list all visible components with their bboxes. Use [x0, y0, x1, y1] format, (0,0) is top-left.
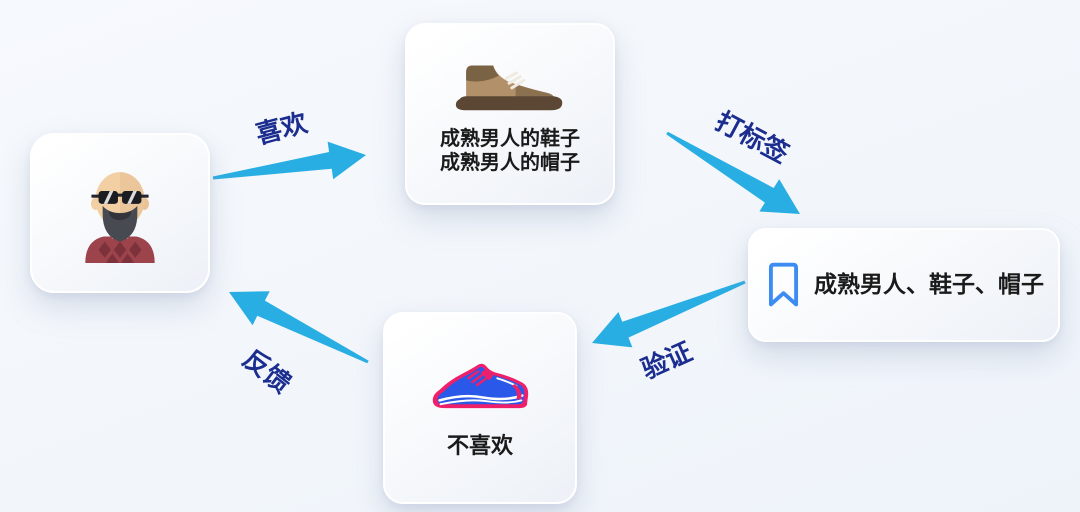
- edge-label-verify: 验证: [636, 336, 697, 385]
- edge-label-feedback: 反馈: [237, 343, 297, 400]
- edge-label-tag: 打标签: [710, 105, 794, 169]
- node-liked-items-line2: 成熟男人的帽子: [440, 152, 580, 174]
- arrow-like: [212, 141, 366, 180]
- sneaker-icon: [432, 363, 529, 409]
- node-liked-items-line1: 成熟男人的鞋子: [440, 128, 580, 151]
- man-avatar-icon: [85, 172, 155, 263]
- bookmark-icon: [768, 262, 799, 307]
- node-tags: 成熟男人、鞋子、帽子: [748, 228, 1060, 342]
- node-tags-label: 成熟男人、鞋子、帽子: [814, 271, 1044, 298]
- node-dislike: 不喜欢: [383, 312, 577, 504]
- edge-label-like: 喜欢: [252, 107, 311, 150]
- node-dislike-label: 不喜欢: [446, 433, 513, 459]
- node-liked-items: 成熟男人的鞋子 成熟男人的帽子: [405, 23, 615, 205]
- node-user: [30, 133, 210, 293]
- node-liked-items-label: 成熟男人的鞋子 成熟男人的帽子: [440, 128, 580, 175]
- boot-icon: [455, 65, 563, 111]
